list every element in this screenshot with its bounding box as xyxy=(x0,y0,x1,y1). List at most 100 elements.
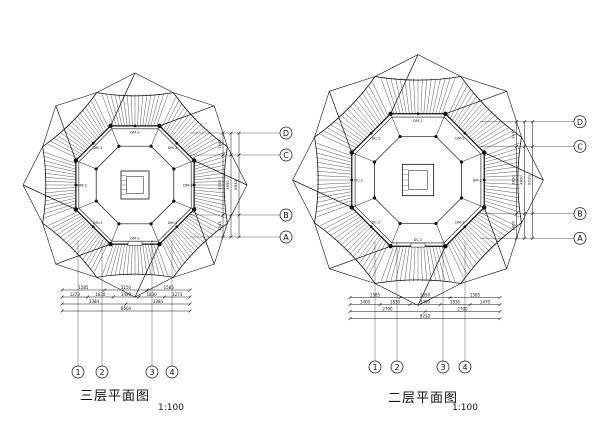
dimension-tick xyxy=(188,309,192,313)
roof-rafter xyxy=(44,200,76,210)
roof-rafter xyxy=(178,224,202,247)
roof-rafter xyxy=(62,221,88,241)
roof-rafter xyxy=(44,168,76,175)
grid-label: 4 xyxy=(169,368,174,377)
roof-rafter xyxy=(114,244,123,276)
roof-rafter xyxy=(458,232,481,262)
roof-rafter xyxy=(380,78,395,114)
radial-beam xyxy=(150,223,160,245)
roof-rafter xyxy=(65,223,90,244)
roof-hip-ridge xyxy=(55,243,111,265)
dimension-text: 1830 xyxy=(95,292,106,297)
roof-rafter xyxy=(372,82,389,117)
roof-rafter xyxy=(139,94,144,126)
roof-rafter xyxy=(320,209,355,226)
roof-rafter xyxy=(62,129,88,149)
roof-rafter xyxy=(362,92,382,123)
roof-rafter xyxy=(65,126,90,147)
dimension-tick xyxy=(348,302,352,307)
roof-rafter xyxy=(161,97,176,129)
roof-rafter xyxy=(435,78,446,114)
roof-rafter xyxy=(145,94,152,126)
roof-rafter xyxy=(79,112,99,138)
roof-rafter xyxy=(466,224,493,249)
roof-rafter xyxy=(358,95,380,126)
room-label: DM-3 xyxy=(77,184,86,188)
roof-corner-spike xyxy=(375,283,461,306)
roof-rafter xyxy=(484,185,520,190)
roof-rafter xyxy=(194,192,226,198)
dimension-text: 1470 xyxy=(511,129,516,139)
roof-rafter xyxy=(50,213,81,229)
roof-rafter xyxy=(87,103,105,133)
roof-rafter xyxy=(194,176,226,181)
room-label: DM-3 xyxy=(93,221,102,225)
dimension-tick xyxy=(348,316,352,321)
roof-rafter xyxy=(171,112,191,138)
roof-rafter xyxy=(180,223,205,244)
roof-rafter xyxy=(380,246,395,282)
roof-rafter xyxy=(484,161,520,169)
roof-rafter xyxy=(475,124,506,144)
roof-rafter xyxy=(73,118,96,142)
roof-rafter xyxy=(484,166,520,172)
roof-rafter xyxy=(316,166,352,172)
dimension-text: 8210 xyxy=(527,175,532,185)
roof-rafter xyxy=(101,94,114,126)
roof-rafter xyxy=(349,228,374,255)
roof-rafter xyxy=(454,92,474,123)
room-label: DC-2 xyxy=(372,220,381,224)
dimension-tick xyxy=(423,309,427,314)
dimension-text: 3384 xyxy=(153,299,164,304)
radial-beam xyxy=(110,125,120,147)
column xyxy=(74,183,78,187)
roof-rafter xyxy=(316,191,352,199)
roof-rafter xyxy=(452,239,471,272)
door-opening xyxy=(410,242,426,248)
roof-rafter xyxy=(185,135,214,153)
roof-rafter xyxy=(420,78,423,114)
roof-rafter xyxy=(484,203,520,218)
radial-beam xyxy=(435,223,446,247)
roof-rafter xyxy=(70,226,94,250)
roof-rafter xyxy=(94,241,109,273)
roof-rafter xyxy=(76,230,97,255)
roof-rafter xyxy=(106,244,117,276)
roof-rafter xyxy=(53,137,83,155)
dimension-text: 3810 xyxy=(511,175,516,185)
roof-rafter xyxy=(156,94,169,126)
dimension-text: 1585 xyxy=(370,292,381,297)
grid-bubble xyxy=(573,207,587,220)
roof-rafter xyxy=(194,151,226,164)
dimension-text: 2700 xyxy=(382,306,393,311)
dimension-text: 1585 xyxy=(217,221,222,231)
dimension-tick xyxy=(408,302,412,307)
dimension-text: 3384 xyxy=(89,299,100,304)
roof-rafter xyxy=(122,94,128,126)
dimension-tick xyxy=(188,295,192,299)
roof-rafter xyxy=(150,94,160,126)
roof-rafter xyxy=(47,211,79,226)
roof-rafter xyxy=(137,94,140,126)
roof-rafter xyxy=(316,157,352,166)
room-label: DC-2 xyxy=(414,238,423,242)
roof-rafter xyxy=(173,230,194,255)
roof-rafter xyxy=(110,94,120,126)
grid-bubble xyxy=(165,365,179,379)
roof-rafter xyxy=(194,172,226,178)
roof-rafter xyxy=(122,244,128,276)
column xyxy=(149,222,153,226)
grid-label: C xyxy=(577,142,583,151)
roof-rafter xyxy=(118,94,125,126)
roof-rafter xyxy=(82,109,101,136)
dimension-text: 1585 xyxy=(217,139,222,149)
roof-rafter xyxy=(343,224,370,249)
roof-rafter xyxy=(352,101,376,130)
dimension-tick xyxy=(498,316,502,321)
roof-rafter xyxy=(362,237,382,268)
dimension-text: 1850 xyxy=(420,292,431,297)
column xyxy=(463,131,467,135)
roof-rafter xyxy=(165,103,183,133)
roof-rafter xyxy=(330,124,361,144)
roof-rafter xyxy=(456,95,478,126)
